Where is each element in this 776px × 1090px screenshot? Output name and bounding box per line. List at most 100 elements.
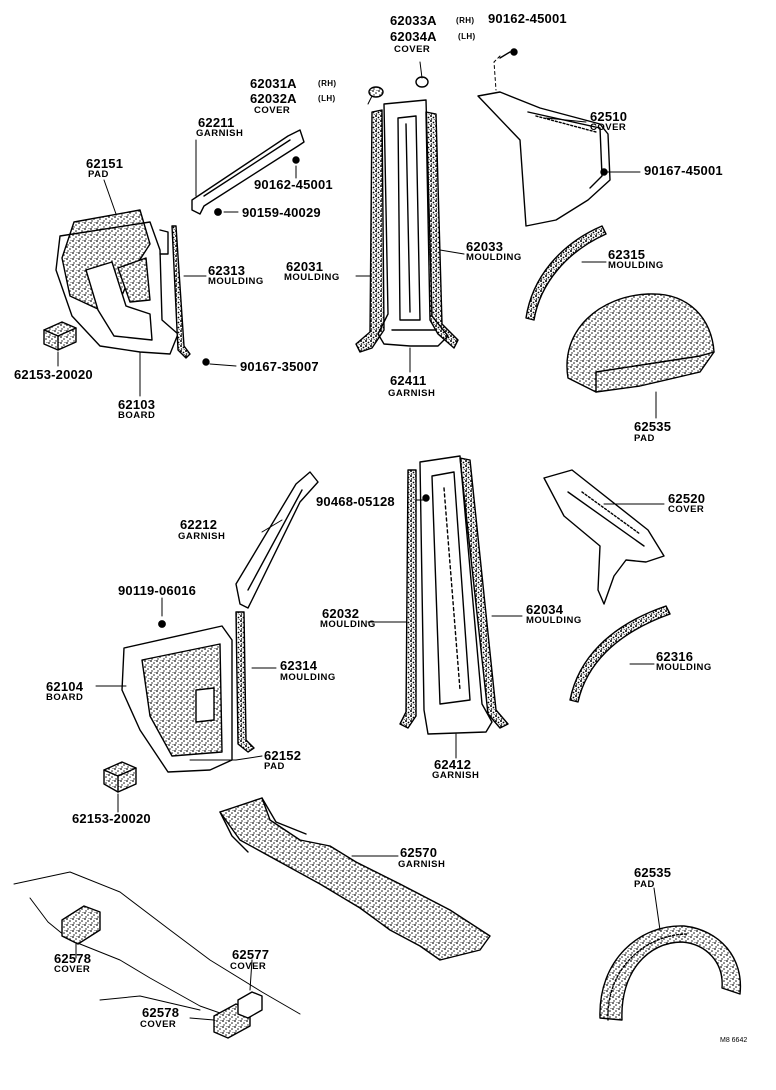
part-caption: PAD	[634, 433, 655, 444]
screw-90468	[422, 494, 430, 502]
part-number: 62510	[590, 109, 628, 124]
part-number: 62031	[286, 259, 324, 274]
block-62153-top	[43, 321, 77, 351]
part-number: 90162-45001	[488, 11, 567, 26]
part-caption: BOARD	[118, 410, 156, 421]
moulding-62314	[235, 611, 255, 753]
part-number: 62031A	[250, 76, 297, 91]
part-caption: GARNISH	[178, 531, 226, 542]
part-number: 90468-05128	[316, 494, 395, 509]
part-caption: GARNISH	[432, 770, 480, 781]
part-caption: MOULDING	[526, 615, 582, 626]
part-number: 62578	[142, 1005, 180, 1020]
part-number: 62314	[280, 658, 318, 673]
part-caption: PAD	[634, 879, 655, 890]
part-number: 90162-45001	[254, 177, 333, 192]
part-caption: MOULDING	[284, 272, 340, 283]
cover-62510	[477, 91, 611, 227]
moulding-62031	[355, 109, 385, 353]
side-marker: (LH)	[458, 32, 476, 41]
garnish-62212	[235, 471, 319, 609]
garnish-62412	[419, 455, 493, 735]
part-caption: GARNISH	[398, 859, 446, 870]
part-caption: PAD	[264, 761, 285, 772]
part-caption: PAD	[88, 169, 109, 180]
screw-90162-mid	[292, 156, 300, 164]
pad-62535-bottom	[599, 925, 742, 1021]
part-number: 62151	[86, 156, 124, 171]
part-caption: GARNISH	[388, 388, 436, 399]
part-caption: COVER	[668, 504, 705, 515]
garnish-62211	[191, 129, 305, 215]
part-caption: MOULDING	[466, 252, 522, 263]
moulding-62316	[569, 605, 671, 703]
part-caption: MOULDING	[320, 619, 376, 630]
part-number: 62032A	[250, 91, 297, 106]
cover-62520	[543, 469, 665, 605]
part-number: 62103	[118, 397, 156, 412]
pad-62535-top	[566, 293, 715, 393]
part-caption: BOARD	[46, 692, 84, 703]
part-number: 62211	[198, 115, 235, 130]
part-caption: MOULDING	[656, 662, 712, 673]
block-62153-mid	[103, 761, 137, 793]
part-caption: COVER	[54, 964, 91, 975]
cover-62578-upper	[61, 905, 101, 945]
moulding-62313	[171, 225, 191, 359]
part-number: 62535	[634, 419, 672, 434]
part-number: 62412	[434, 757, 472, 772]
part-number: 62578	[54, 951, 92, 966]
moulding-62032	[399, 469, 417, 729]
part-number: 62535	[634, 865, 672, 880]
part-number: 62520	[668, 491, 706, 506]
part-number: 62033	[466, 239, 504, 254]
part-caption: COVER	[230, 961, 267, 972]
part-caption: MOULDING	[608, 260, 664, 271]
part-number: 90159-40029	[242, 205, 321, 220]
drawing-reference: M8 6642	[720, 1037, 748, 1044]
floor-outline	[13, 871, 301, 1021]
garnish-62570	[219, 797, 491, 961]
side-marker: (RH)	[456, 16, 475, 25]
part-number: 62212	[180, 517, 218, 532]
board-62104	[121, 625, 233, 773]
side-marker: (RH)	[318, 79, 337, 88]
moulding-62315	[525, 225, 607, 321]
part-number: 62153-20020	[72, 811, 151, 826]
part-number: 62033A	[390, 13, 437, 28]
part-number: 90119-06016	[118, 583, 197, 598]
screw-90159	[214, 208, 222, 216]
clip-90162-top	[499, 48, 518, 59]
screw-90167-35007	[202, 358, 210, 366]
part-number: 62411	[390, 373, 427, 388]
cover-62031A	[368, 86, 384, 98]
part-number: 62034	[526, 602, 564, 617]
part-caption: MOULDING	[280, 672, 336, 683]
part-number: 62153-20020	[14, 367, 93, 382]
board-62103	[55, 221, 179, 355]
screw-90119	[158, 620, 166, 628]
part-number: 62104	[46, 679, 84, 694]
part-number: 62152	[264, 748, 302, 763]
part-number: 62313	[208, 263, 246, 278]
part-number: 62034A	[390, 29, 437, 44]
moulding-62033	[425, 111, 459, 349]
part-number: 62316	[656, 649, 694, 664]
part-number: 62570	[400, 845, 438, 860]
part-number: 90167-35007	[240, 359, 319, 374]
part-number: 62577	[232, 947, 270, 962]
part-number: 62032	[322, 606, 360, 621]
part-number: 62315	[608, 247, 646, 262]
part-caption: COVER	[590, 122, 627, 133]
moulding-62034	[459, 457, 509, 729]
part-number: 90167-45001	[644, 163, 723, 178]
part-caption: COVER	[394, 44, 431, 55]
part-caption: COVER	[254, 105, 291, 116]
part-caption: GARNISH	[196, 128, 244, 139]
garnish-62411	[377, 99, 449, 347]
side-marker: (LH)	[318, 94, 336, 103]
part-caption: MOULDING	[208, 276, 264, 287]
part-caption: COVER	[140, 1019, 177, 1030]
cover-62577	[237, 991, 263, 1019]
